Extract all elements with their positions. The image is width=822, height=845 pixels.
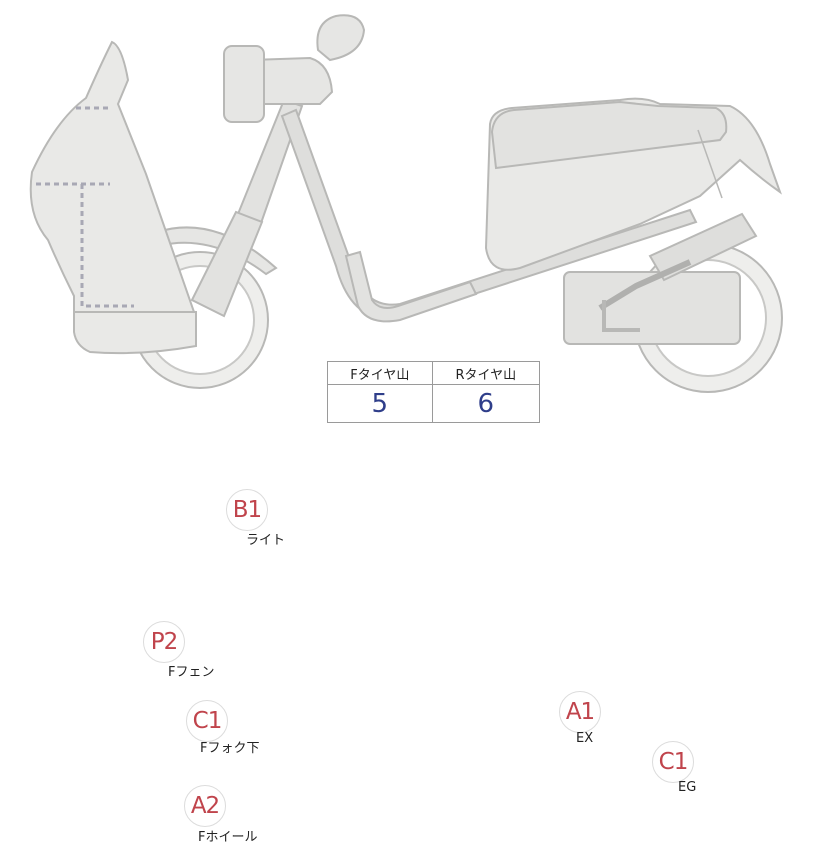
- dotted-sections: [36, 106, 134, 308]
- callout-badge-front-fork-lower: C1: [186, 700, 228, 742]
- headlight-housing: [223, 45, 265, 123]
- callout-code: A2: [190, 793, 220, 819]
- table-header-row: Fタイヤ山 Rタイヤ山: [327, 361, 541, 385]
- header-rear-tire: Rタイヤ山: [431, 361, 541, 385]
- table-value-row: 5 6: [327, 384, 541, 423]
- engine-block: [563, 271, 741, 345]
- mirror: [316, 14, 366, 62]
- callout-badge-headlight: B1: [226, 489, 268, 531]
- callout-label-headlight: ライト: [246, 533, 286, 548]
- callout-badge-engine: C1: [652, 741, 694, 783]
- floor-step: [73, 311, 197, 355]
- callout-code: C1: [192, 708, 223, 734]
- callout-code: B1: [232, 497, 262, 523]
- shock-absorber: [648, 212, 758, 282]
- callout-code: A1: [565, 699, 595, 725]
- handlebar-cover: [248, 56, 334, 105]
- callout-badge-exhaust: A1: [559, 691, 601, 733]
- callout-code: P2: [150, 629, 178, 655]
- callout-badge-front-fender: P2: [143, 621, 185, 663]
- exhaust-pipe: [598, 259, 692, 311]
- scooter-diagram: B1 ライト P2 Fフェン C1 Fフォク下 A2 Fホイール A1 EX C…: [29, 14, 783, 845]
- scooter-illustration: [29, 14, 783, 393]
- value-rear-tire: 6: [431, 384, 541, 423]
- value-front-tire: 5: [327, 384, 433, 423]
- body-seam: [697, 129, 723, 199]
- callout-code: C1: [658, 749, 689, 775]
- callout-label-exhaust: EX: [576, 731, 594, 746]
- exhaust-bracket: [602, 300, 640, 332]
- seat: [490, 100, 728, 170]
- floor-tube: [344, 250, 478, 323]
- callout-label-engine: EG: [678, 780, 697, 795]
- tire-tread-table: Fタイヤ山 Rタイヤ山 5 6: [327, 361, 541, 423]
- header-front-tire: Fタイヤ山: [327, 361, 433, 385]
- fork-lower: [190, 210, 264, 318]
- callout-label-front-fork-lower: Fフォク下: [200, 741, 260, 756]
- leg-shield: [29, 40, 196, 313]
- callout-badge-front-wheel: A2: [184, 785, 226, 827]
- callout-label-front-wheel: Fホイール: [198, 830, 258, 845]
- callout-label-front-fender: Fフェン: [168, 665, 215, 680]
